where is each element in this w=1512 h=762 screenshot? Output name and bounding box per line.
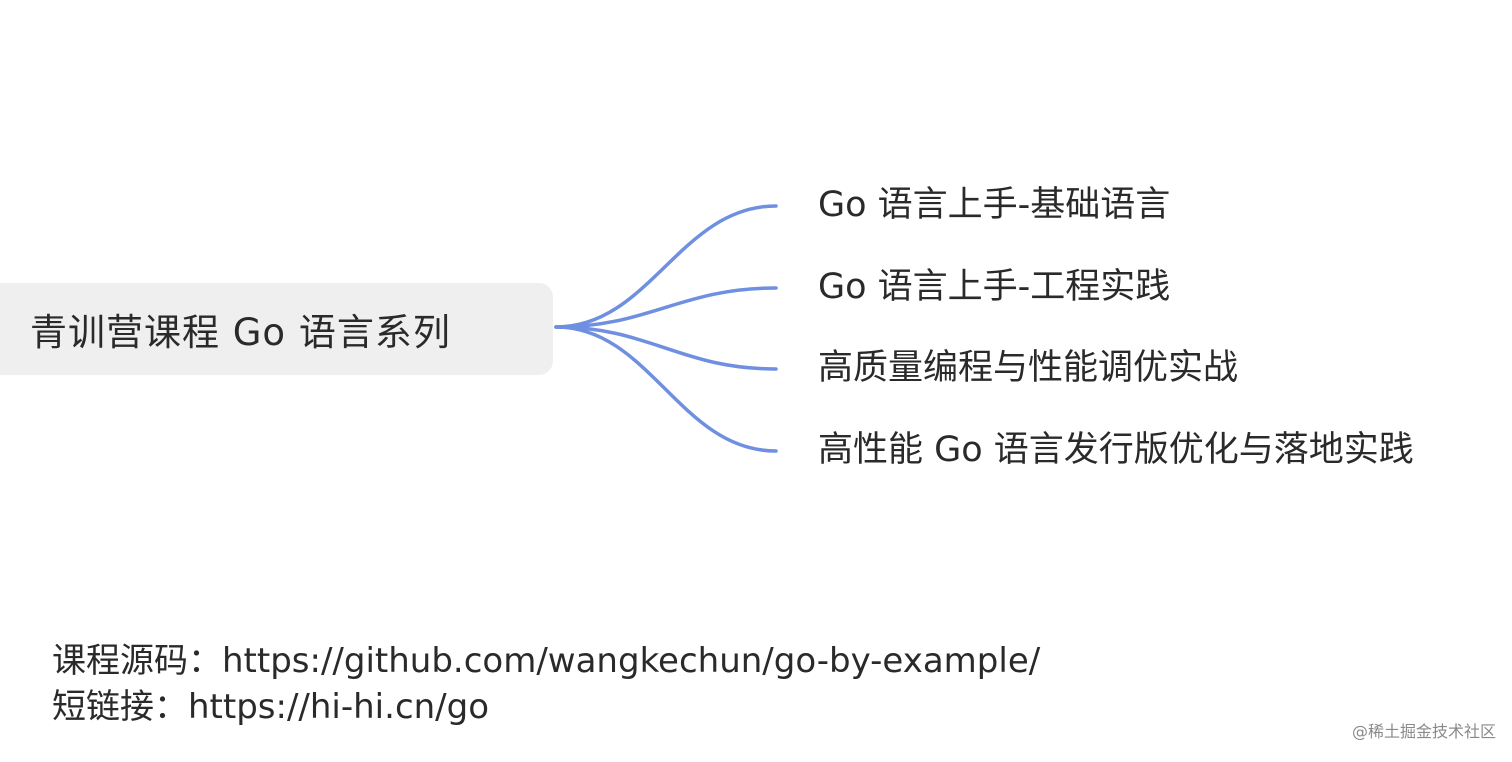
mindmap-branch-performance[interactable]: 高质量编程与性能调优实战: [818, 348, 1239, 388]
short-link[interactable]: https://hi-hi.cn/go: [188, 687, 490, 727]
connector-branch-1: [554, 204, 778, 329]
source-code-row: 课程源码：https://github.com/wangkechun/go-by…: [52, 638, 1040, 684]
source-code-label: 课程源码：: [52, 641, 222, 681]
short-link-label: 短链接：: [52, 687, 188, 727]
short-link-row: 短链接：https://hi-hi.cn/go: [52, 684, 1040, 730]
mindmap-root-label: 青训营课程 Go 语言系列: [30, 311, 451, 354]
connector-branch-3: [554, 325, 778, 371]
source-code-link[interactable]: https://github.com/wangkechun/go-by-exam…: [222, 641, 1041, 681]
watermark: @稀土掘金技术社区: [1351, 722, 1496, 741]
mindmap-branch-engineering[interactable]: Go 语言上手-工程实践: [818, 267, 1171, 307]
mindmap-root-node[interactable]: 青训营课程 Go 语言系列: [0, 283, 553, 375]
mindmap-branch-distribution[interactable]: 高性能 Go 语言发行版优化与落地实践: [818, 430, 1414, 470]
course-links: 课程源码：https://github.com/wangkechun/go-by…: [52, 638, 1040, 730]
mindmap-branch-basics[interactable]: Go 语言上手-基础语言: [818, 185, 1171, 225]
connector-branch-2: [554, 286, 778, 329]
connector-branch-4: [554, 325, 778, 453]
